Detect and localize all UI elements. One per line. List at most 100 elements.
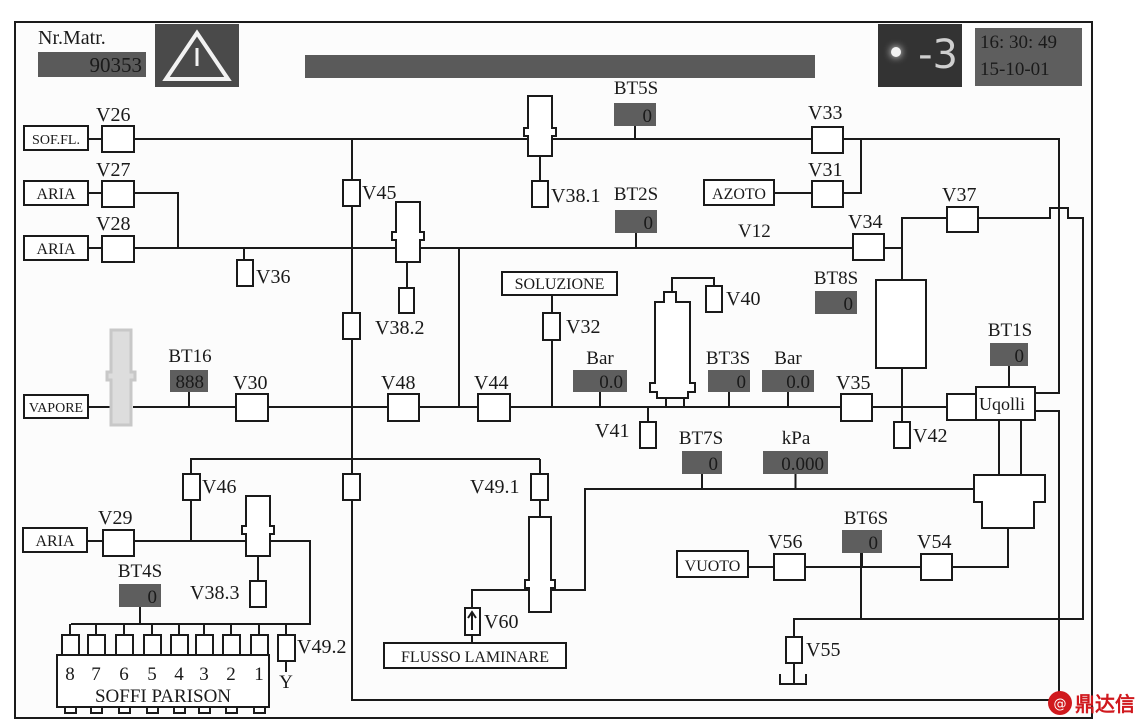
pipe xyxy=(471,488,974,608)
source-label: SOLUZIONE xyxy=(515,276,605,293)
cylinder-actuator[interactable] xyxy=(241,495,275,557)
valve[interactable]: V38.3 xyxy=(190,580,267,608)
valve[interactable]: V30 xyxy=(233,372,269,422)
valve[interactable]: V29 xyxy=(98,507,135,557)
pipe xyxy=(843,139,862,194)
nr-matr-label: Nr.Matr. xyxy=(38,27,106,49)
valve[interactable]: V55 xyxy=(785,636,840,664)
sensor-label: BT4S xyxy=(118,561,162,582)
cylinder-actuator[interactable] xyxy=(524,516,556,613)
source-label: ARIA xyxy=(36,186,76,203)
indicator-light-icon xyxy=(891,47,901,57)
source-box[interactable]: ARIA xyxy=(23,180,89,206)
valve[interactable]: V54 xyxy=(917,531,953,581)
source-box[interactable]: SOLUZIONE xyxy=(501,271,618,296)
valve-label: V34 xyxy=(848,211,882,233)
sensor-label: BT3S xyxy=(706,348,750,369)
valve[interactable]: V38.1 xyxy=(531,180,600,208)
parison-number: 1 xyxy=(254,664,264,685)
pipe xyxy=(793,207,1084,637)
uqolli-box[interactable]: Uqolli xyxy=(975,386,1036,421)
sensor-label: kPa xyxy=(782,428,811,449)
flow-arrow-icon xyxy=(467,610,477,630)
source-box[interactable]: ARIA xyxy=(23,235,89,261)
nr-matr-value: 90353 xyxy=(90,53,143,77)
pipe xyxy=(671,277,715,292)
valve[interactable]: V37 xyxy=(942,184,979,233)
valve[interactable]: V49.2 xyxy=(277,634,346,662)
valve-label: V46 xyxy=(202,476,236,498)
cylinder-actuator[interactable] xyxy=(523,95,557,157)
valve[interactable]: V27 xyxy=(96,159,135,208)
valve[interactable] xyxy=(342,312,361,340)
sensor-value: 0 xyxy=(709,454,719,475)
valve-label: V29 xyxy=(98,507,132,529)
alarm-button[interactable] xyxy=(155,24,239,87)
valve[interactable]: V44 xyxy=(474,372,511,422)
valve[interactable] xyxy=(946,393,977,421)
valve-label: V54 xyxy=(917,531,951,553)
valve[interactable]: V33 xyxy=(808,102,844,154)
valve[interactable]: V41 xyxy=(595,420,657,449)
sensor-value: 0 xyxy=(1015,346,1025,367)
valve-label: V48 xyxy=(381,372,415,394)
source-label: AZOTO xyxy=(712,186,766,203)
accumulator-cylinder[interactable] xyxy=(649,291,696,399)
valve-label: V49.1 xyxy=(470,476,519,498)
valve[interactable]: V28 xyxy=(96,213,135,263)
valve[interactable]: V48 xyxy=(381,372,420,422)
valve[interactable]: V46 xyxy=(182,473,236,501)
valve[interactable]: V49.1 xyxy=(470,473,549,501)
nr-matr-display: 90353 xyxy=(38,52,146,77)
source-box[interactable]: SOF.FL. xyxy=(23,125,89,151)
sensor-value: 0 xyxy=(148,587,158,608)
valve-label: V44 xyxy=(474,372,508,394)
valve-label: V26 xyxy=(96,104,130,126)
valve-label: V41 xyxy=(595,420,629,442)
sensor-value: 0.000 xyxy=(781,454,824,475)
valve[interactable]: V38.2 xyxy=(375,287,424,339)
sensor-label: BT7S xyxy=(679,428,723,449)
counter-display[interactable]: -3 xyxy=(878,24,962,87)
sensor-value: 0 xyxy=(644,213,654,234)
valve[interactable]: V34 xyxy=(848,211,885,261)
valve[interactable]: V42 xyxy=(893,421,947,449)
valve[interactable]: V56 xyxy=(768,531,806,581)
source-box[interactable]: AZOTO xyxy=(703,179,775,206)
valve[interactable]: V40 xyxy=(705,285,760,313)
sensor-display: BT7S 0 xyxy=(679,428,723,475)
source-label: VUOTO xyxy=(685,558,741,575)
tank xyxy=(875,279,927,369)
cylinder-actuator[interactable] xyxy=(391,201,425,263)
sensor-value: 0 xyxy=(844,294,854,315)
watermark-logo: @ 鼎达信 xyxy=(1048,691,1135,716)
valve-label: V38.3 xyxy=(190,582,239,604)
valve[interactable]: V26 xyxy=(96,104,135,153)
uqolli-label: Uqolli xyxy=(979,394,1025,414)
pipe xyxy=(134,192,179,248)
valve-label: V38.2 xyxy=(375,317,424,339)
source-box[interactable]: VAPORE xyxy=(23,394,89,419)
cylinder-actuator[interactable] xyxy=(105,328,137,427)
source-box[interactable]: FLUSSO LAMINARE xyxy=(383,642,567,669)
valve-label: V35 xyxy=(836,372,870,394)
components: SOF.FL. ARIA ARIA AZOTO SOLUZIONE VAPORE ARIA V… xyxy=(22,78,1046,714)
soffi-parison-label: SOFFI PARISON xyxy=(95,686,231,707)
valve[interactable] xyxy=(342,473,361,501)
valve[interactable]: V31 xyxy=(808,159,844,208)
sensor-value: 0.0 xyxy=(599,372,623,393)
valve[interactable]: V32 xyxy=(542,312,600,341)
coupling-fitting xyxy=(973,474,1046,529)
message-bar xyxy=(305,55,815,78)
valve[interactable]: V36 xyxy=(236,259,290,288)
valve[interactable]: V45 xyxy=(342,179,396,207)
source-box[interactable]: VUOTO xyxy=(676,550,749,578)
valve[interactable]: V35 xyxy=(836,372,873,422)
source-box[interactable]: ARIA xyxy=(22,527,88,553)
